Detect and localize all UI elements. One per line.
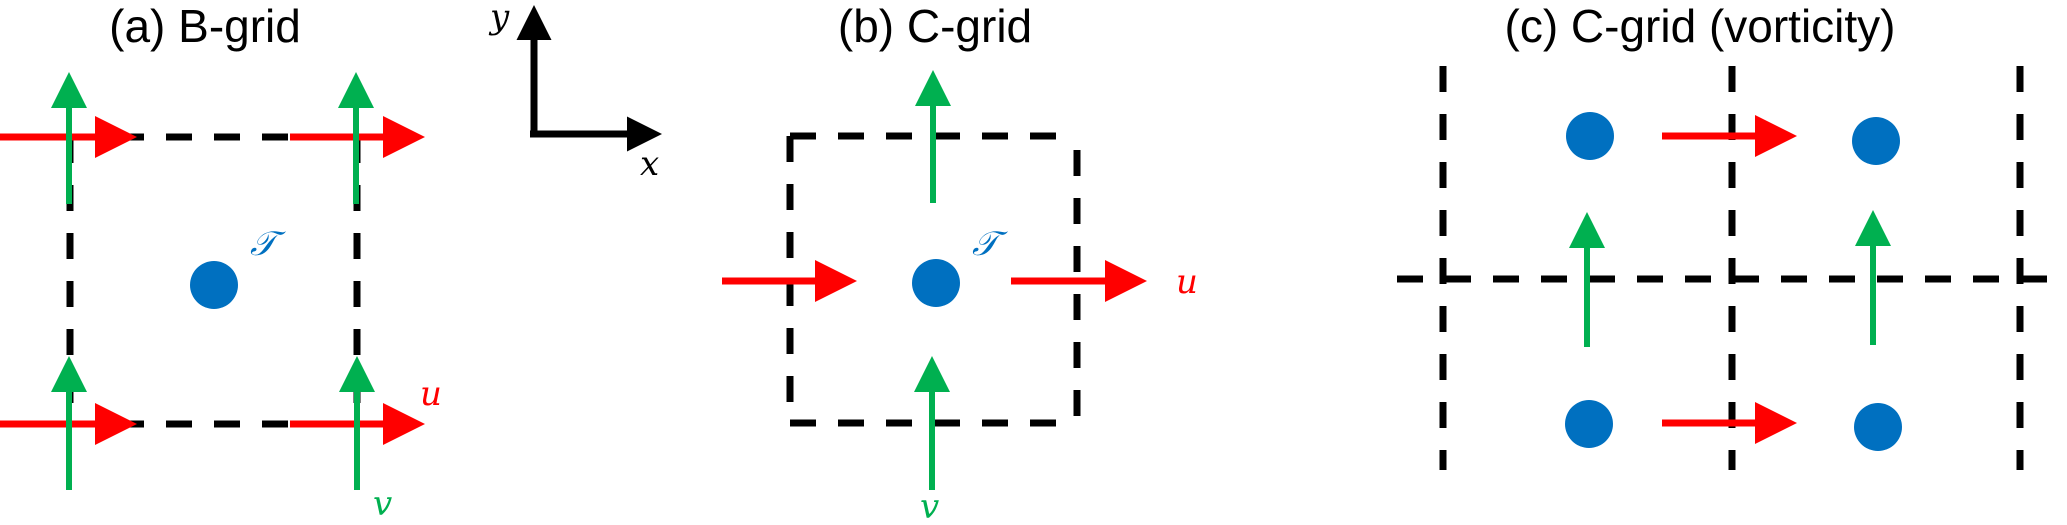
coordinate-axes: y x xyxy=(488,0,662,184)
tracer-point xyxy=(1565,400,1613,448)
panel-c-c-grid-vorticity: (c) C-grid (vorticity) xyxy=(1397,0,2067,470)
tracer-point xyxy=(1852,117,1900,165)
panel-b-c-grid: (b) C-grid 𝒯 u v xyxy=(722,0,1198,525)
tracer-point xyxy=(912,259,960,307)
tracer-label: 𝒯 xyxy=(250,224,286,264)
u-label: u xyxy=(420,374,442,414)
panel-c-grid-lines xyxy=(1397,66,2067,470)
panel-a-b-grid: (a) B-grid 𝒯 u v xyxy=(0,0,442,524)
panel-b-title: (b) C-grid xyxy=(838,0,1032,52)
panel-a-title: (a) B-grid xyxy=(109,0,301,52)
v-label: v xyxy=(920,487,939,525)
tracer-point xyxy=(1854,403,1902,451)
y-axis-label: y xyxy=(488,0,510,37)
v-label: v xyxy=(373,484,392,524)
u-label: u xyxy=(1176,262,1198,302)
panel-c-title: (c) C-grid (vorticity) xyxy=(1505,0,1896,52)
tracer-label: 𝒯 xyxy=(972,224,1008,264)
tracer-point xyxy=(190,261,238,309)
tracer-point xyxy=(1566,112,1614,160)
x-axis-label: x xyxy=(640,144,659,184)
